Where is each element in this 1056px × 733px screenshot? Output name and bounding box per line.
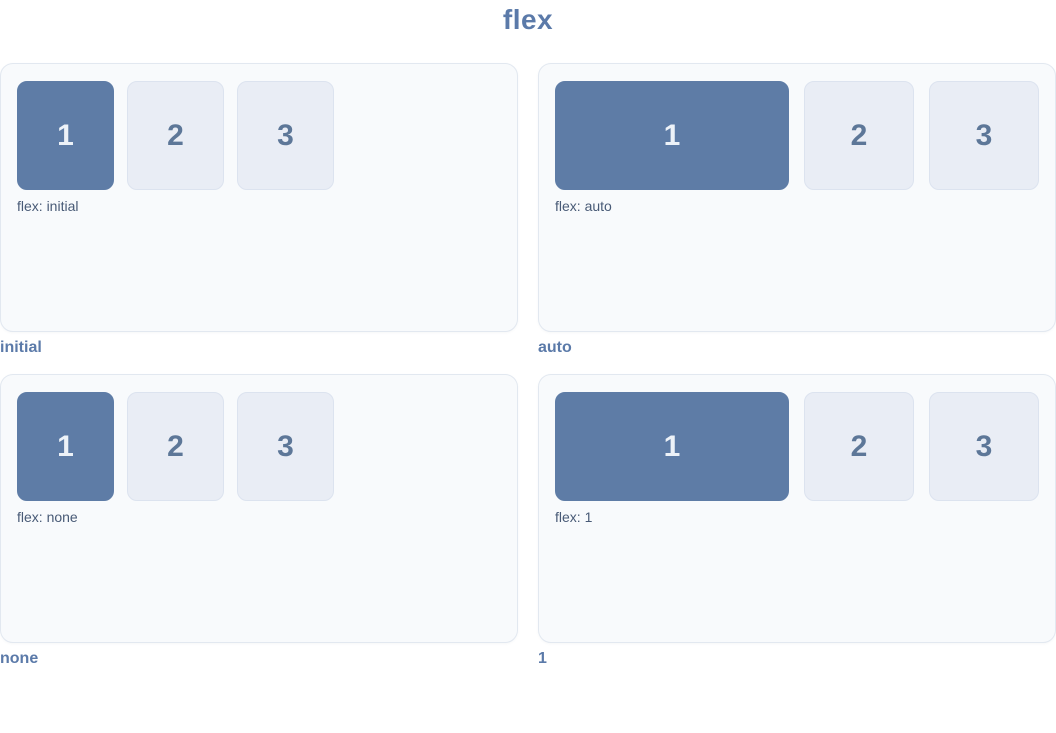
flex-container-auto: 1 2 3 [555, 81, 1039, 190]
flex-item-2: 2 [127, 81, 224, 190]
flex-item-2: 2 [127, 392, 224, 501]
demo-cell-none: 1 2 3 flex: none none [0, 374, 518, 668]
panel-label-initial: initial [0, 339, 42, 356]
flex-item-2: 2 [804, 81, 914, 190]
flex-container-1: 1 2 3 [555, 392, 1039, 501]
flex-item-1: 1 [555, 81, 789, 190]
flex-item-3: 3 [929, 392, 1039, 501]
flex-container-none: 1 2 3 [17, 392, 501, 501]
flex-item-2: 2 [804, 392, 914, 501]
panel-label-auto: auto [538, 339, 572, 356]
flex-item-3: 3 [929, 81, 1039, 190]
flex-item-1: 1 [555, 392, 789, 501]
panel-caption-initial: flex: initial [17, 198, 79, 214]
panel-caption-none: flex: none [17, 509, 78, 525]
flex-container-initial: 1 2 3 [17, 81, 501, 190]
panel-label-none: none [0, 650, 39, 667]
demo-panel-auto: 1 2 3 flex: auto [538, 63, 1056, 332]
page-title: flex [502, 4, 554, 35]
demo-cell-auto: 1 2 3 flex: auto auto [538, 63, 1056, 357]
panel-caption-auto: flex: auto [555, 198, 612, 214]
demo-grid: 1 2 3 flex: initial initial 1 2 3 flex: … [0, 63, 1056, 668]
demo-panel-1: 1 2 3 flex: 1 [538, 374, 1056, 643]
demo-cell-initial: 1 2 3 flex: initial initial [0, 63, 518, 357]
flex-item-3: 3 [237, 392, 334, 501]
flex-item-3: 3 [237, 81, 334, 190]
demo-panel-none: 1 2 3 flex: none [0, 374, 518, 643]
panel-label-1: 1 [538, 650, 547, 667]
demo-cell-1: 1 2 3 flex: 1 1 [538, 374, 1056, 668]
flex-item-1: 1 [17, 81, 114, 190]
flex-item-1: 1 [17, 392, 114, 501]
panel-caption-1: flex: 1 [555, 509, 593, 525]
demo-panel-initial: 1 2 3 flex: initial [0, 63, 518, 332]
